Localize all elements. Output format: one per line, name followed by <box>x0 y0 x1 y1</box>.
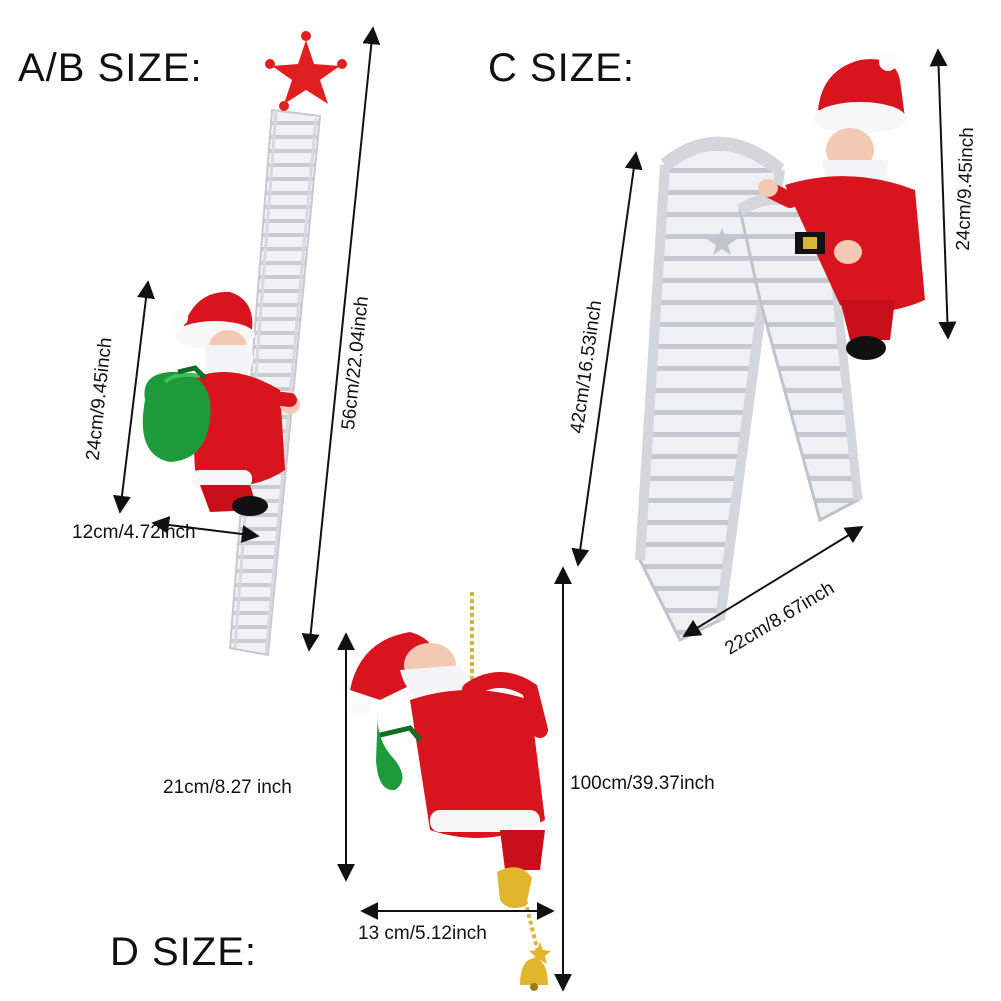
ab-figure-height-arrow <box>113 280 155 514</box>
c-size-heading: C SIZE: <box>488 46 636 90</box>
c-santa-figure <box>758 53 925 360</box>
d-rope-length-label: 100cm/39.37inch <box>570 773 715 794</box>
ab-height-arrow <box>301 26 381 652</box>
ab-santa-figure <box>142 291 300 516</box>
ab-figure-width-label: 12cm/4.72inch <box>72 522 196 543</box>
d-bead-ornament-icon <box>497 867 532 908</box>
c-ladder-height-arrow <box>571 151 643 567</box>
ab-figure-width-arrow <box>151 516 260 543</box>
d-figure-width-label: 13 cm/5.12inch <box>358 923 487 944</box>
bell-icon <box>520 942 551 991</box>
c-figure-height-arrow <box>929 48 957 340</box>
d-size-heading: D SIZE: <box>110 930 258 974</box>
d-figure-height-label: 21cm/8.27 inch <box>163 777 292 798</box>
star-topper-icon <box>265 31 347 111</box>
d-bead-rope <box>470 592 542 961</box>
c-ladder-width-arrow <box>682 526 864 637</box>
ab-size-heading: A/B SIZE: <box>18 46 203 90</box>
d-santa-figure <box>348 632 548 870</box>
